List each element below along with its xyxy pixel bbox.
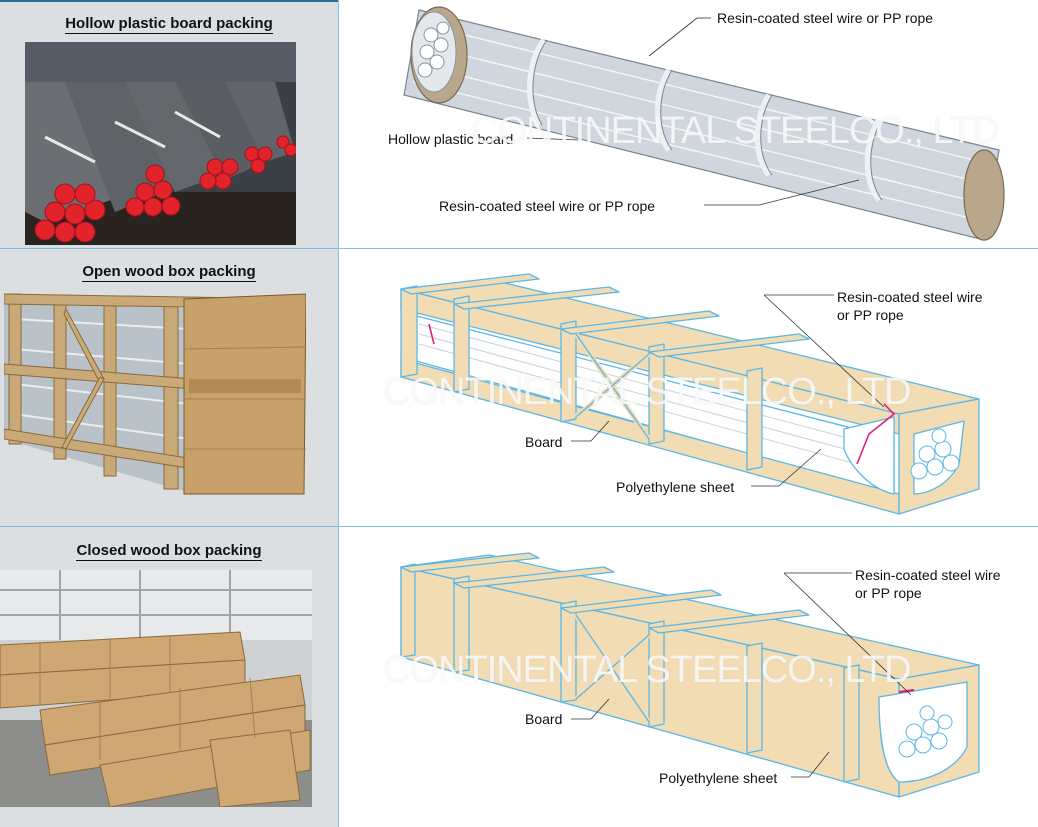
closed-wood-box-diagram [400,552,980,798]
sheet-label: Polyethylene sheet [659,770,778,786]
section-closed-wood-box: Closed wood box packing [0,527,1038,827]
hollow-plastic-photo [25,42,296,245]
watermark: CONTINENTAL STEELCO., LTD [471,110,999,152]
diagram-panel: Resin-coated steel wire or PP rope Board… [339,527,1038,827]
watermark: CONTINENTAL STEELCO., LTD [383,649,911,691]
column-divider [338,249,339,527]
wire-label-top: Resin-coated steel wire or PP rope [717,10,934,26]
wire-label-line1: Resin-coated steel wire [855,567,1001,583]
section-title: Hollow plastic board packing [65,15,273,34]
wire-label-line1: Resin-coated steel wire [837,289,983,305]
section-open-wood-box: Open wood box packing [0,249,1038,527]
board-label: Hollow plastic board [388,131,514,147]
diagram-panel: Resin-coated steel wire or PP rope Hollo… [339,0,1038,249]
closed-wood-box-photo [0,570,312,807]
open-wood-box-photo [4,289,306,499]
open-wood-box-diagram [400,273,980,515]
section-hollow-plastic: Hollow plastic board packing [0,0,1038,249]
column-divider [338,527,339,827]
photo-panel: Hollow plastic board packing [0,0,338,249]
board-label: Board [525,434,563,450]
top-accent-line [0,0,338,2]
photo-panel: Open wood box packing [0,249,338,527]
photo-panel: Closed wood box packing [0,527,338,827]
row-divider [0,248,1038,249]
watermark: CONTINENTAL STEELCO., LTD [383,371,911,413]
section-title: Closed wood box packing [76,542,262,561]
hollow-plastic-diagram [403,6,1005,241]
column-divider [338,0,339,249]
diagram-panel: Resin-coated steel wire or PP rope Board… [339,249,1038,527]
row-divider [0,526,1038,527]
board-label: Board [525,711,563,727]
wire-label-line2: or PP rope [855,585,922,601]
section-title: Open wood box packing [82,263,256,282]
wire-label-line2: or PP rope [837,307,904,323]
sheet-label: Polyethylene sheet [616,479,735,495]
wire-label-bottom: Resin-coated steel wire or PP rope [439,198,656,214]
